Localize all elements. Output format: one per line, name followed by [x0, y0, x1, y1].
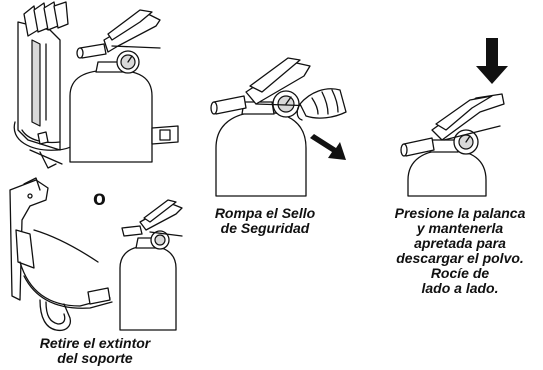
caption-line: Retire el extintor	[39, 335, 151, 351]
caption-line: Rompa el Sello	[214, 205, 316, 221]
extinguisher-illustration-2	[119, 199, 183, 331]
break-seal-illustration	[210, 57, 347, 197]
or-connector: o	[93, 187, 106, 210]
step-remove-caption: Retire el extintor del soporte	[20, 336, 170, 366]
extinguisher-illustration-1	[69, 9, 179, 163]
step-break-seal-caption: Rompa el Sello de Seguridad	[205, 206, 325, 236]
wall-bracket-illustration	[13, 1, 79, 169]
caption-line: apretada para	[414, 235, 506, 251]
strap-bracket-illustration	[9, 177, 113, 332]
caption-line: Presione la palanca	[394, 205, 526, 221]
caption-line: descargar el polvo.	[396, 250, 524, 266]
caption-line: y mantenerla	[416, 220, 504, 236]
step-squeeze-caption: Presione la palanca y mantenerla apretad…	[380, 206, 540, 296]
caption-line: lado a lado.	[421, 280, 499, 296]
caption-line: Rocíe de	[430, 265, 490, 281]
caption-line: de Seguridad	[220, 220, 310, 236]
caption-line: del soporte	[57, 350, 133, 366]
squeeze-lever-illustration	[400, 38, 508, 197]
